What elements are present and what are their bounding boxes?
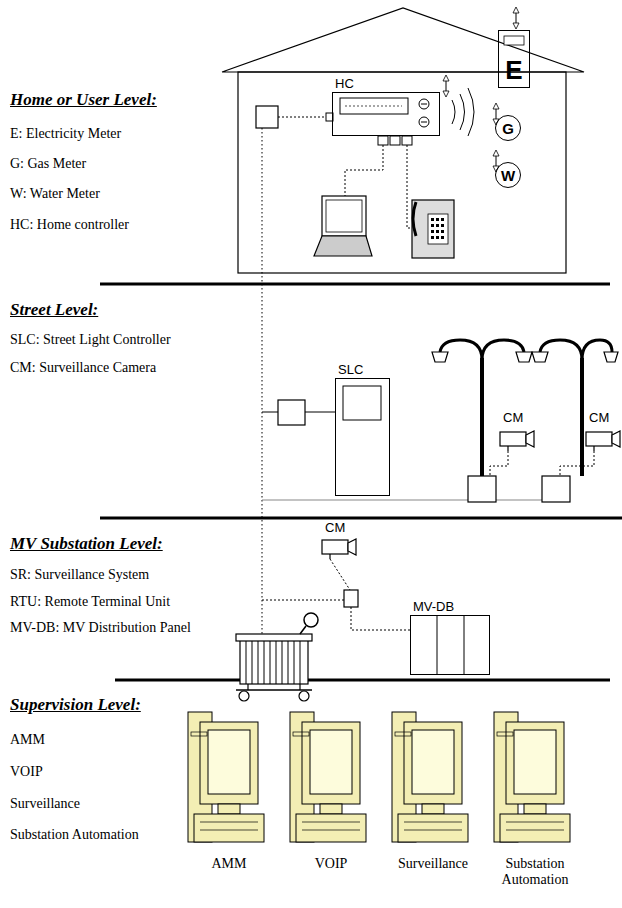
device-label: CM: [325, 520, 345, 536]
computer-label: VOIP: [291, 856, 371, 872]
gas-meter: G: [495, 115, 521, 141]
computer-label: Substation Automation: [493, 856, 577, 888]
legend-text: SLC: Street Light Controller: [10, 332, 171, 348]
level-heading: Supervision Level:: [10, 697, 141, 713]
legend-text: RTU: Remote Terminal Unit: [10, 594, 170, 610]
node-text: G: [502, 121, 514, 136]
home-controller: HC: [332, 92, 440, 136]
legend-text: E: Electricity Meter: [10, 126, 121, 142]
node-text: SLC: [338, 363, 363, 376]
node-text: HC: [335, 77, 354, 90]
mv-distribution-panel: MV-DB: [410, 615, 490, 675]
level-heading: Home or User Level:: [10, 92, 157, 108]
water-meter: W: [495, 162, 521, 188]
device-label: CM: [503, 410, 523, 426]
street-light-controller: SLC: [335, 378, 390, 496]
node-text: W: [501, 168, 515, 183]
computer-label: Surveillance: [385, 856, 481, 872]
computer-label: AMM: [189, 856, 269, 872]
electricity-meter: E: [498, 30, 530, 88]
legend-text: AMM: [10, 732, 45, 748]
level-heading: Street Level:: [10, 302, 98, 318]
legend-text: MV-DB: MV Distribution Panel: [10, 620, 191, 636]
legend-text: Surveillance: [10, 796, 80, 812]
legend-text: CM: Surveillance Camera: [10, 360, 156, 376]
legend-text: G: Gas Meter: [10, 156, 86, 172]
legend-text: W: Water Meter: [10, 186, 100, 202]
legend-text: HC: Home controller: [10, 217, 129, 233]
node-text: MV-DB: [413, 600, 454, 613]
device-label: CM: [589, 410, 609, 426]
legend-text: VOIP: [10, 764, 43, 780]
legend-text: Substation Automation: [10, 827, 139, 843]
node-text: E: [505, 57, 522, 83]
legend-text: SR: Surveillance System: [10, 567, 149, 583]
level-heading: MV Substation Level:: [10, 536, 163, 552]
